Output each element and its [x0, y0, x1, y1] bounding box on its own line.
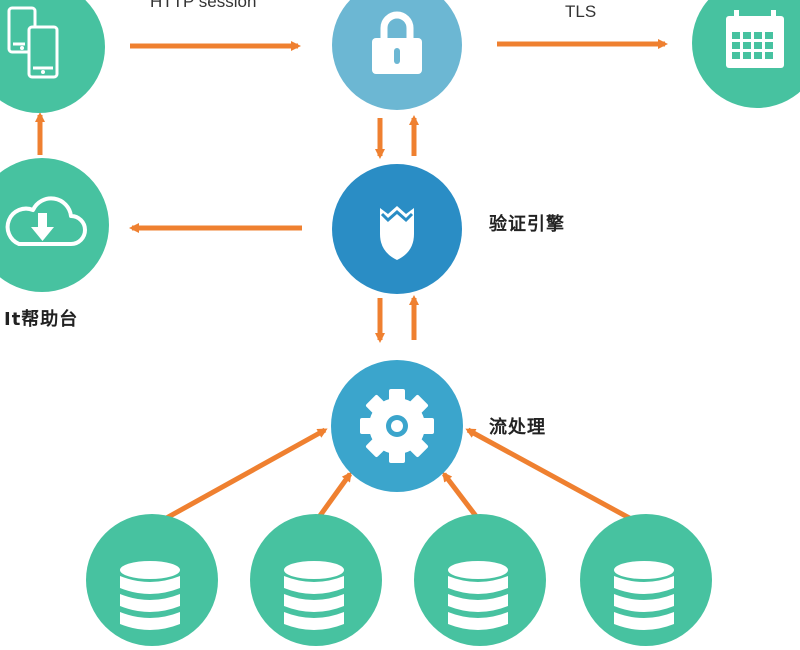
- arrow-db1-to-gear: [150, 427, 328, 529]
- database-icon: [614, 561, 674, 630]
- database-icon: [284, 561, 344, 630]
- arrow-db4-to-gear: [465, 427, 646, 529]
- database-node-1: [86, 514, 218, 646]
- database-node-2: [250, 514, 382, 646]
- lock-icon: [372, 11, 422, 74]
- gear-node: [331, 360, 463, 492]
- lock-node: [332, 0, 462, 110]
- cloud-download-icon: [5, 196, 87, 246]
- shield-node: [332, 164, 462, 294]
- cloud-node: [0, 158, 109, 292]
- http-session-label: HTTP session: [150, 0, 257, 11]
- database-icon: [120, 561, 180, 630]
- gear-icon: [360, 389, 434, 463]
- tls-label: TLS: [565, 2, 597, 21]
- shield-icon: [380, 206, 414, 260]
- database-node-3: [414, 514, 546, 646]
- mobile-devices-icon: [7, 6, 59, 79]
- database-node-4: [580, 514, 712, 646]
- devices-node: [0, 0, 105, 113]
- auth-engine-label: 验证引擎: [489, 214, 565, 235]
- it-helpdesk-label: It帮助台: [4, 309, 79, 330]
- database-icon: [448, 561, 508, 630]
- calendar-icon: [726, 10, 784, 68]
- stream-processing-label: 流处理: [489, 417, 546, 438]
- calendar-node: [692, 0, 800, 108]
